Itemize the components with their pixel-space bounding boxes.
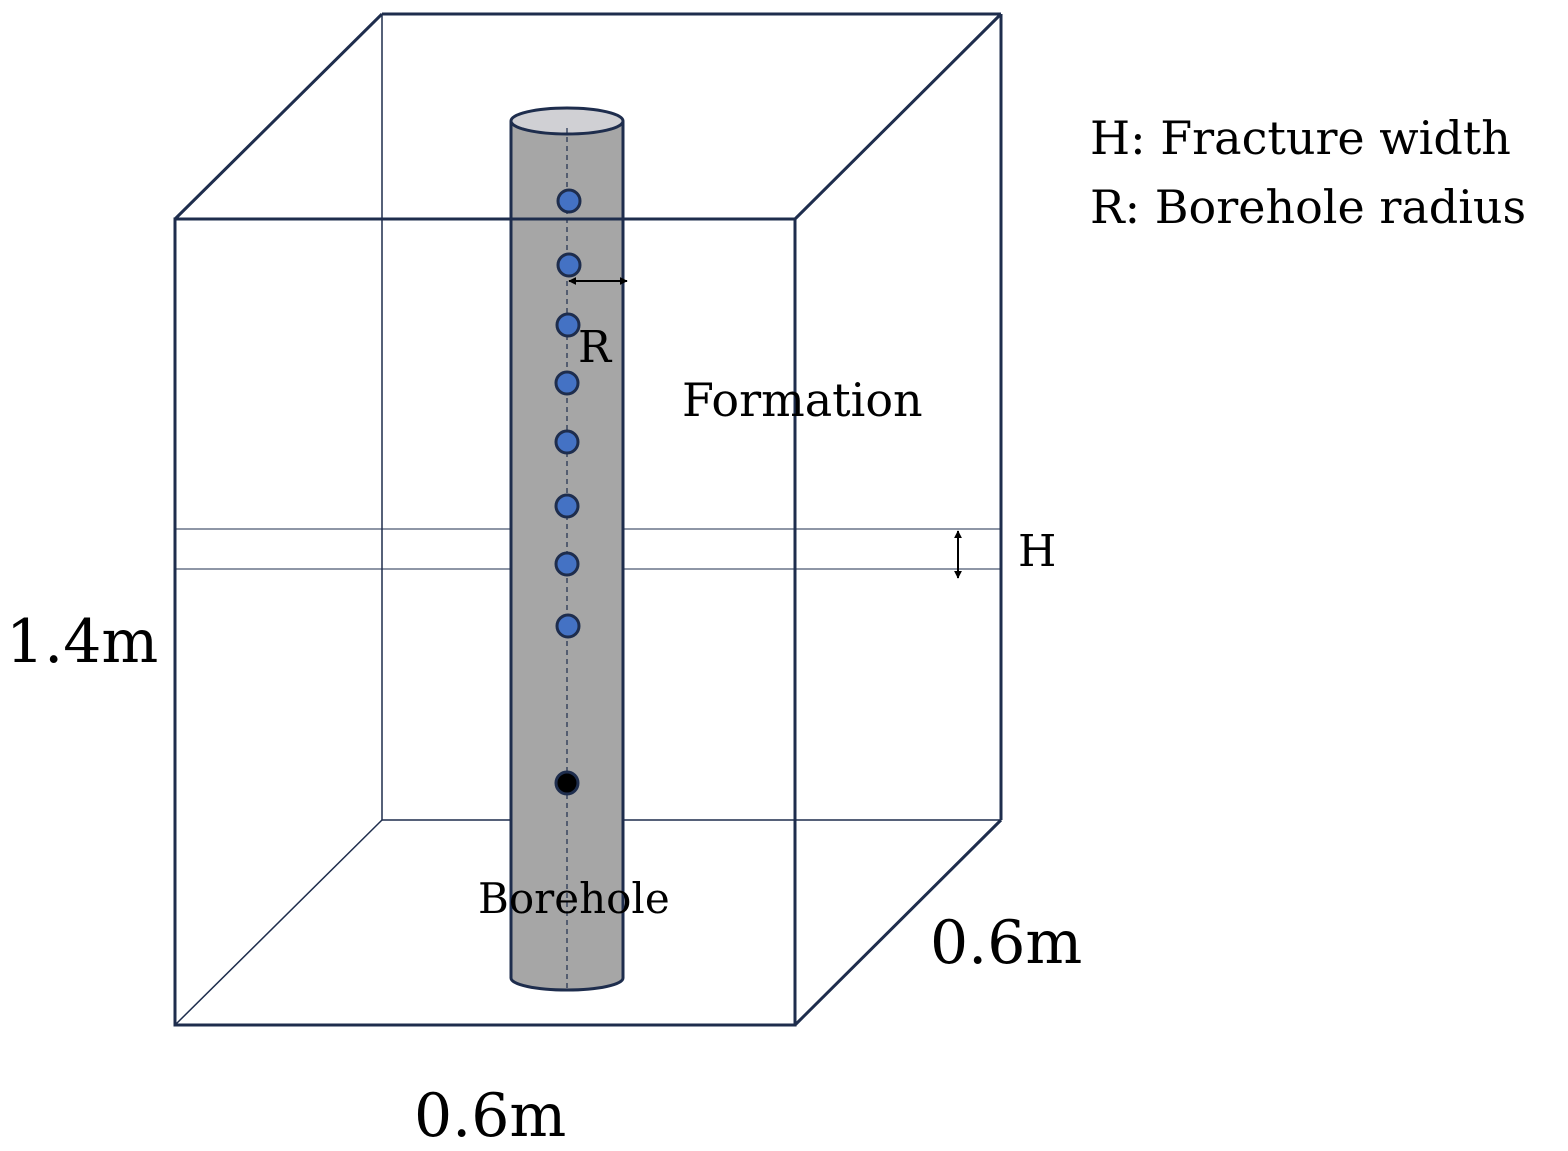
legend: H: Fracture width R: Borehole radius [1090, 111, 1526, 234]
height-dimension-label: 1.4m [6, 607, 158, 677]
legend-borehole-radius: R: Borehole radius [1090, 180, 1526, 234]
receiver-marker [554, 551, 580, 577]
source-marker [554, 770, 580, 796]
borehole-label: Borehole [478, 874, 670, 923]
box-back-edges [174, 14, 1001, 1026]
fracture-width-label: H [1018, 526, 1056, 577]
receiver-markers [554, 188, 582, 639]
legend-fracture-width: H: Fracture width [1090, 111, 1511, 165]
receiver-marker [556, 252, 582, 278]
radius-label: R [578, 322, 613, 373]
receiver-marker [556, 188, 582, 214]
borehole-cylinder [509, 106, 625, 992]
formation-label: Formation [682, 373, 923, 427]
borehole-top [509, 106, 625, 136]
box-front-edges [173, 12, 1003, 1027]
receiver-marker [554, 429, 580, 455]
receiver-marker [555, 312, 581, 338]
width-dimension-label: 0.6m [414, 1081, 566, 1151]
receiver-marker [555, 613, 581, 639]
receiver-marker [554, 493, 580, 519]
depth-dimension-label: 0.6m [930, 908, 1082, 978]
receiver-marker [554, 370, 580, 396]
